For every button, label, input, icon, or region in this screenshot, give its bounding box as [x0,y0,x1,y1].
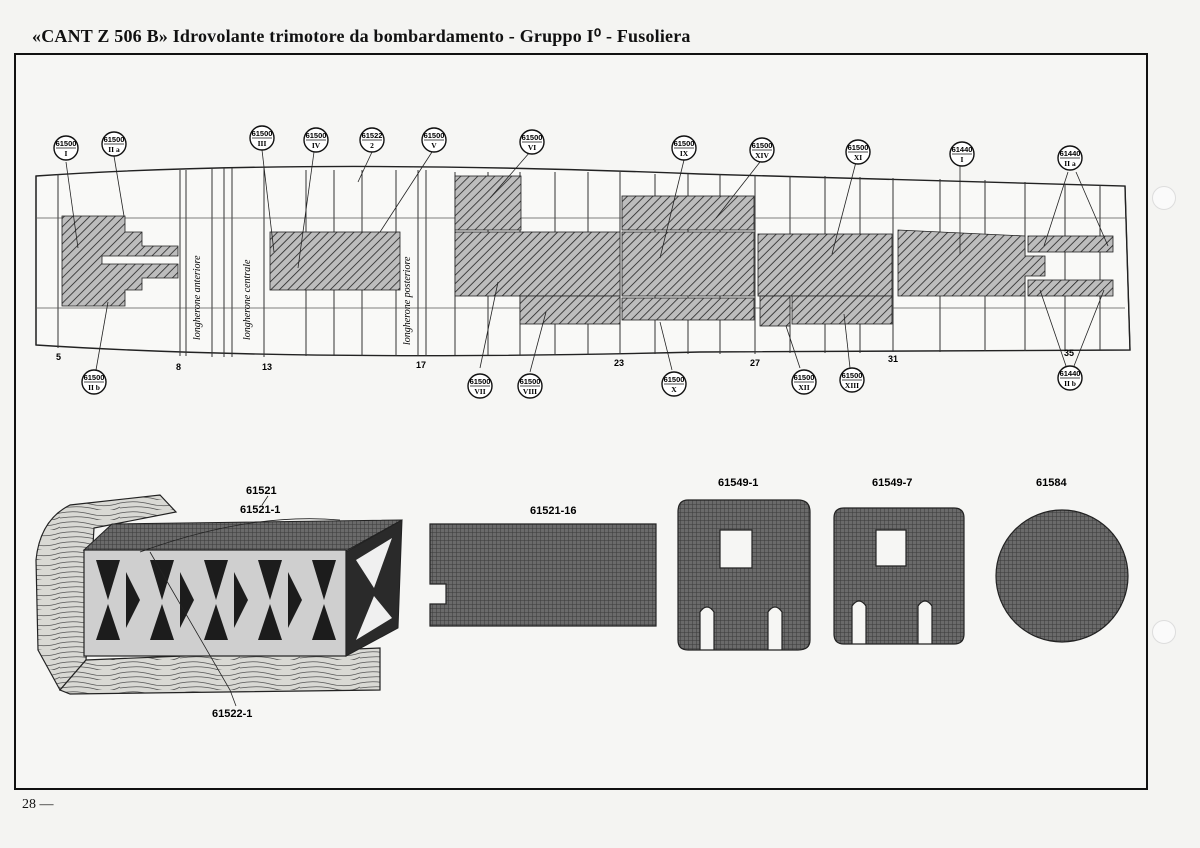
page-number: 28 — [22,797,54,812]
assembly-61521 [35,494,403,707]
spar-label-center: longherone centrale [242,259,253,340]
callout-badge: 61500 XIII [839,367,865,393]
plate-61521-16 [429,523,657,627]
callout-badge: 61500 IX [671,135,697,161]
page-title: «CANT Z 506 B» Idrovolante trimotore da … [32,26,691,46]
svg-text:II a: II a [108,145,120,154]
callout-badge: 61500 XII [791,369,817,395]
callout-badge: 61440 II a [1057,145,1083,171]
part-label: 61549-1 [718,477,758,489]
callouts-top: 61500 I 61500 II a 61500 III 61500 IV 61… [53,125,1083,171]
svg-text:IX: IX [680,149,689,158]
svg-text:2: 2 [370,141,374,150]
punch-hole [1152,186,1176,210]
svg-text:I: I [961,155,964,164]
station-label: 5 [56,352,61,362]
svg-text:61500: 61500 [674,139,695,148]
part-label: 61521-16 [530,505,577,517]
svg-text:61500: 61500 [794,373,815,382]
svg-text:61500: 61500 [306,131,327,140]
station-label: 35 [1064,348,1074,358]
svg-text:61440: 61440 [1060,149,1081,158]
callout-badge: 61500 XIV [749,137,775,163]
svg-text:II b: II b [1064,379,1076,388]
svg-text:VII: VII [474,387,485,396]
svg-text:61500: 61500 [470,377,491,386]
part-label: 61521 [246,485,277,497]
svg-text:XII: XII [798,383,809,392]
svg-text:XIV: XIV [755,151,769,160]
station-label: 8 [176,362,181,372]
part-label: 61521-1 [240,504,280,516]
station-label: 23 [614,358,624,368]
callout-badge: 61500 I [53,135,79,161]
callout-badge: 61500 II b [81,369,107,395]
svg-text:61500: 61500 [104,135,125,144]
svg-text:61522: 61522 [362,131,383,140]
disc-61584 [995,509,1129,643]
svg-text:I: I [65,149,68,158]
callout-badge: 61440 II b [1057,365,1083,391]
svg-text:61500: 61500 [752,141,773,150]
svg-text:61500: 61500 [56,139,77,148]
station-label: 13 [262,362,272,372]
station-label: 31 [888,354,898,364]
svg-text:VIII: VIII [523,387,537,396]
callout-badge: 61500 VIII [517,373,543,399]
callout-badge: 61500 II a [101,131,127,157]
station-label: 27 [750,358,760,368]
svg-text:II a: II a [1064,159,1076,168]
callout-badge: 61500 VII [467,373,493,399]
svg-text:III: III [258,139,267,148]
callout-badge: 61500 VI [519,129,545,155]
svg-text:VI: VI [528,143,536,152]
callout-badge: 61500 XI [845,139,871,165]
svg-text:IV: IV [312,141,321,150]
svg-text:XIII: XIII [845,381,859,390]
station-label: 17 [416,360,426,370]
spar-label-rear: longherone posteriore [402,256,413,345]
svg-text:61500: 61500 [520,377,541,386]
spar-label-front: longherone anteriore [192,255,203,340]
svg-text:61500: 61500 [522,133,543,142]
part-label: 61522-1 [212,708,252,720]
svg-text:61500: 61500 [848,143,869,152]
svg-text:61500: 61500 [424,131,445,140]
panel-61549-1 [677,499,811,651]
panel-61549-7 [833,507,965,645]
callout-badge: 61500 X [661,371,687,397]
part-label: 61584 [1036,477,1067,489]
svg-text:61440: 61440 [952,145,973,154]
svg-text:II b: II b [88,383,100,392]
svg-text:61500: 61500 [84,373,105,382]
punch-hole [1152,620,1176,644]
callouts-bottom: 61500 II b 61500 VII 61500 VIII 61500 X … [81,365,1083,399]
svg-text:61500: 61500 [664,375,685,384]
svg-text:61500: 61500 [842,371,863,380]
part-label: 61549-7 [872,477,912,489]
callout-badge: 61500 IV [303,127,329,153]
svg-text:V: V [431,141,437,150]
svg-text:61500: 61500 [252,129,273,138]
svg-text:XI: XI [854,153,862,162]
callout-badge: 61500 V [421,127,447,153]
callout-badge: 61440 I [949,141,975,167]
svg-text:X: X [671,385,677,394]
svg-text:61440: 61440 [1060,369,1081,378]
callout-badge: 61500 III [249,125,275,151]
callout-badge: 61522 2 [359,127,385,153]
